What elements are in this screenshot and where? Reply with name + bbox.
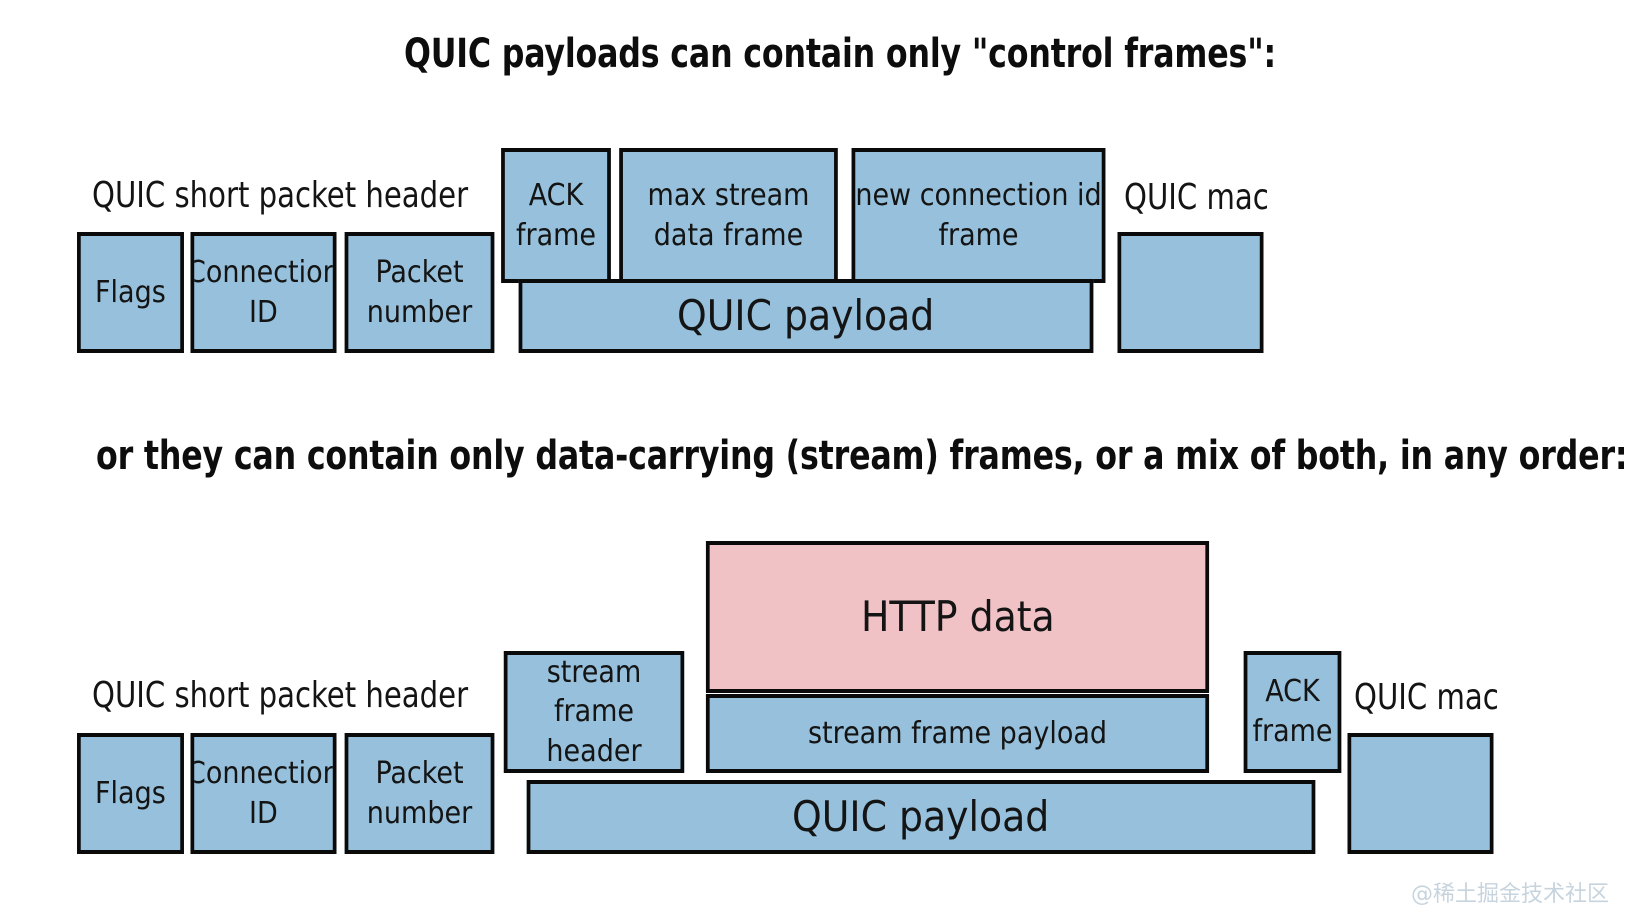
d1-connection-id-label: Connection ID bbox=[190, 254, 337, 330]
d1-new-connection-id-frame-box: new connection id frame bbox=[851, 148, 1106, 283]
d2-ack-frame-box: ACK frame bbox=[1243, 651, 1342, 773]
d2-short-packet-header-label: QUIC short packet header bbox=[92, 675, 469, 716]
d2-stream-frame-payload-label: stream frame payload bbox=[807, 715, 1108, 751]
d1-packet-number-label: Packet number bbox=[366, 254, 473, 330]
d2-quic-mac-label: QUIC mac bbox=[1354, 677, 1499, 718]
d1-connection-id-box: Connection ID bbox=[190, 232, 337, 353]
d1-quic-mac-label: QUIC mac bbox=[1124, 177, 1269, 218]
d1-packet-number-box: Packet number bbox=[344, 232, 495, 353]
d1-quic-payload-box: QUIC payload bbox=[518, 279, 1094, 353]
d2-flags-box: Flags bbox=[77, 733, 184, 854]
d1-max-stream-data-frame-label: max stream data frame bbox=[647, 177, 810, 253]
d2-quic-payload-label: QUIC payload bbox=[792, 792, 1050, 842]
d1-ack-frame-label: ACK frame bbox=[515, 177, 597, 253]
d1-quic-mac-box bbox=[1117, 232, 1264, 353]
d2-connection-id-box: Connection ID bbox=[190, 733, 337, 854]
d2-quic-payload-box: QUIC payload bbox=[526, 780, 1316, 854]
d1-short-packet-header-label: QUIC short packet header bbox=[92, 175, 469, 216]
heading-stream-frames: or they can contain only data-carrying (… bbox=[96, 433, 1627, 479]
heading-control-frames: QUIC payloads can contain only "control … bbox=[404, 31, 1277, 77]
d2-connection-id-label: Connection ID bbox=[190, 755, 337, 831]
d1-ack-frame-box: ACK frame bbox=[501, 148, 611, 283]
d2-ack-frame-label: ACK frame bbox=[1252, 674, 1333, 749]
d2-stream-frame-payload-box: stream frame payload bbox=[705, 694, 1210, 773]
d2-packet-number-box: Packet number bbox=[344, 733, 495, 854]
d2-stream-frame-header-box: stream frame header bbox=[503, 651, 685, 773]
d1-new-connection-id-frame-label: new connection id frame bbox=[855, 177, 1102, 253]
d1-flags-box: Flags bbox=[77, 232, 184, 353]
d2-quic-mac-box bbox=[1347, 733, 1494, 854]
d2-http-data-label: HTTP data bbox=[860, 592, 1055, 642]
d2-stream-frame-header-label: stream frame header bbox=[546, 654, 642, 769]
d1-max-stream-data-frame-box: max stream data frame bbox=[619, 148, 838, 283]
watermark: @稀土掘金技术社区 bbox=[1410, 882, 1609, 907]
d2-flags-label: Flags bbox=[95, 775, 166, 811]
d1-quic-payload-label: QUIC payload bbox=[677, 291, 935, 341]
d1-flags-label: Flags bbox=[95, 274, 166, 310]
d2-http-data-box: HTTP data bbox=[705, 541, 1210, 693]
d2-packet-number-label: Packet number bbox=[366, 755, 473, 831]
